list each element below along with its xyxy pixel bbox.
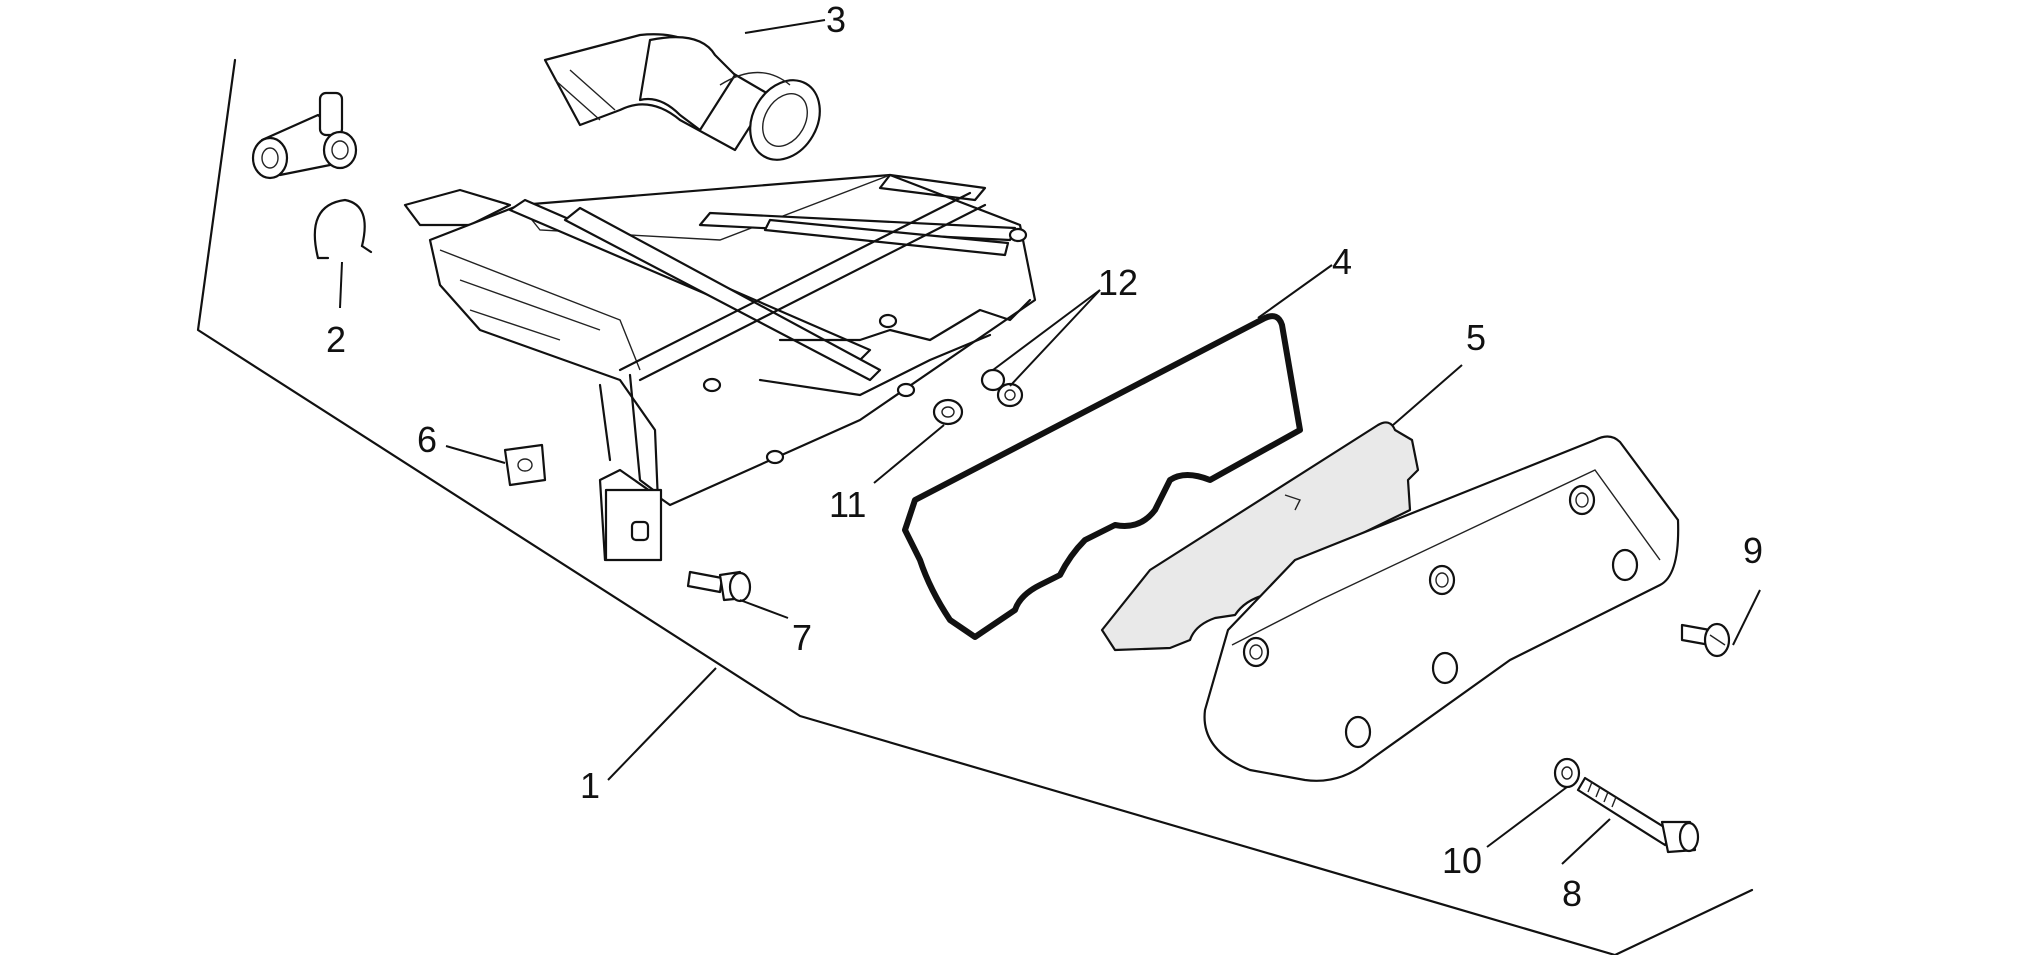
long-bolt-8 [1576, 776, 1700, 854]
callout-7: 7 [792, 617, 812, 658]
square-nut [503, 443, 547, 487]
callout-12: 12 [1098, 262, 1138, 303]
callout-10: 10 [1442, 840, 1482, 881]
callout-5: 5 [1466, 317, 1486, 358]
callout-3: 3 [826, 0, 846, 40]
callout-1: 1 [580, 765, 600, 806]
callout-2: 2 [326, 319, 346, 360]
callout-8: 8 [1562, 873, 1582, 914]
air-box-cover [1203, 435, 1680, 782]
gasket-4 [902, 313, 1303, 640]
leader-lines [339, 19, 1761, 865]
elbow-fitting [251, 91, 358, 180]
screw-9 [1680, 622, 1731, 658]
washer-10 [1553, 757, 1581, 789]
spring-clip [313, 198, 366, 260]
callout-11: 11 [829, 484, 866, 525]
callout-6: 6 [417, 419, 437, 460]
washer-11 [932, 398, 964, 426]
grommet-pair-12 [980, 368, 1024, 408]
assembly-bracket-outline [196, 58, 1754, 955]
callout-9: 9 [1743, 530, 1763, 571]
intake-duct [543, 33, 821, 161]
bolt-7 [686, 570, 752, 603]
callout-4: 4 [1332, 241, 1352, 282]
air-box-housing [403, 173, 1037, 562]
